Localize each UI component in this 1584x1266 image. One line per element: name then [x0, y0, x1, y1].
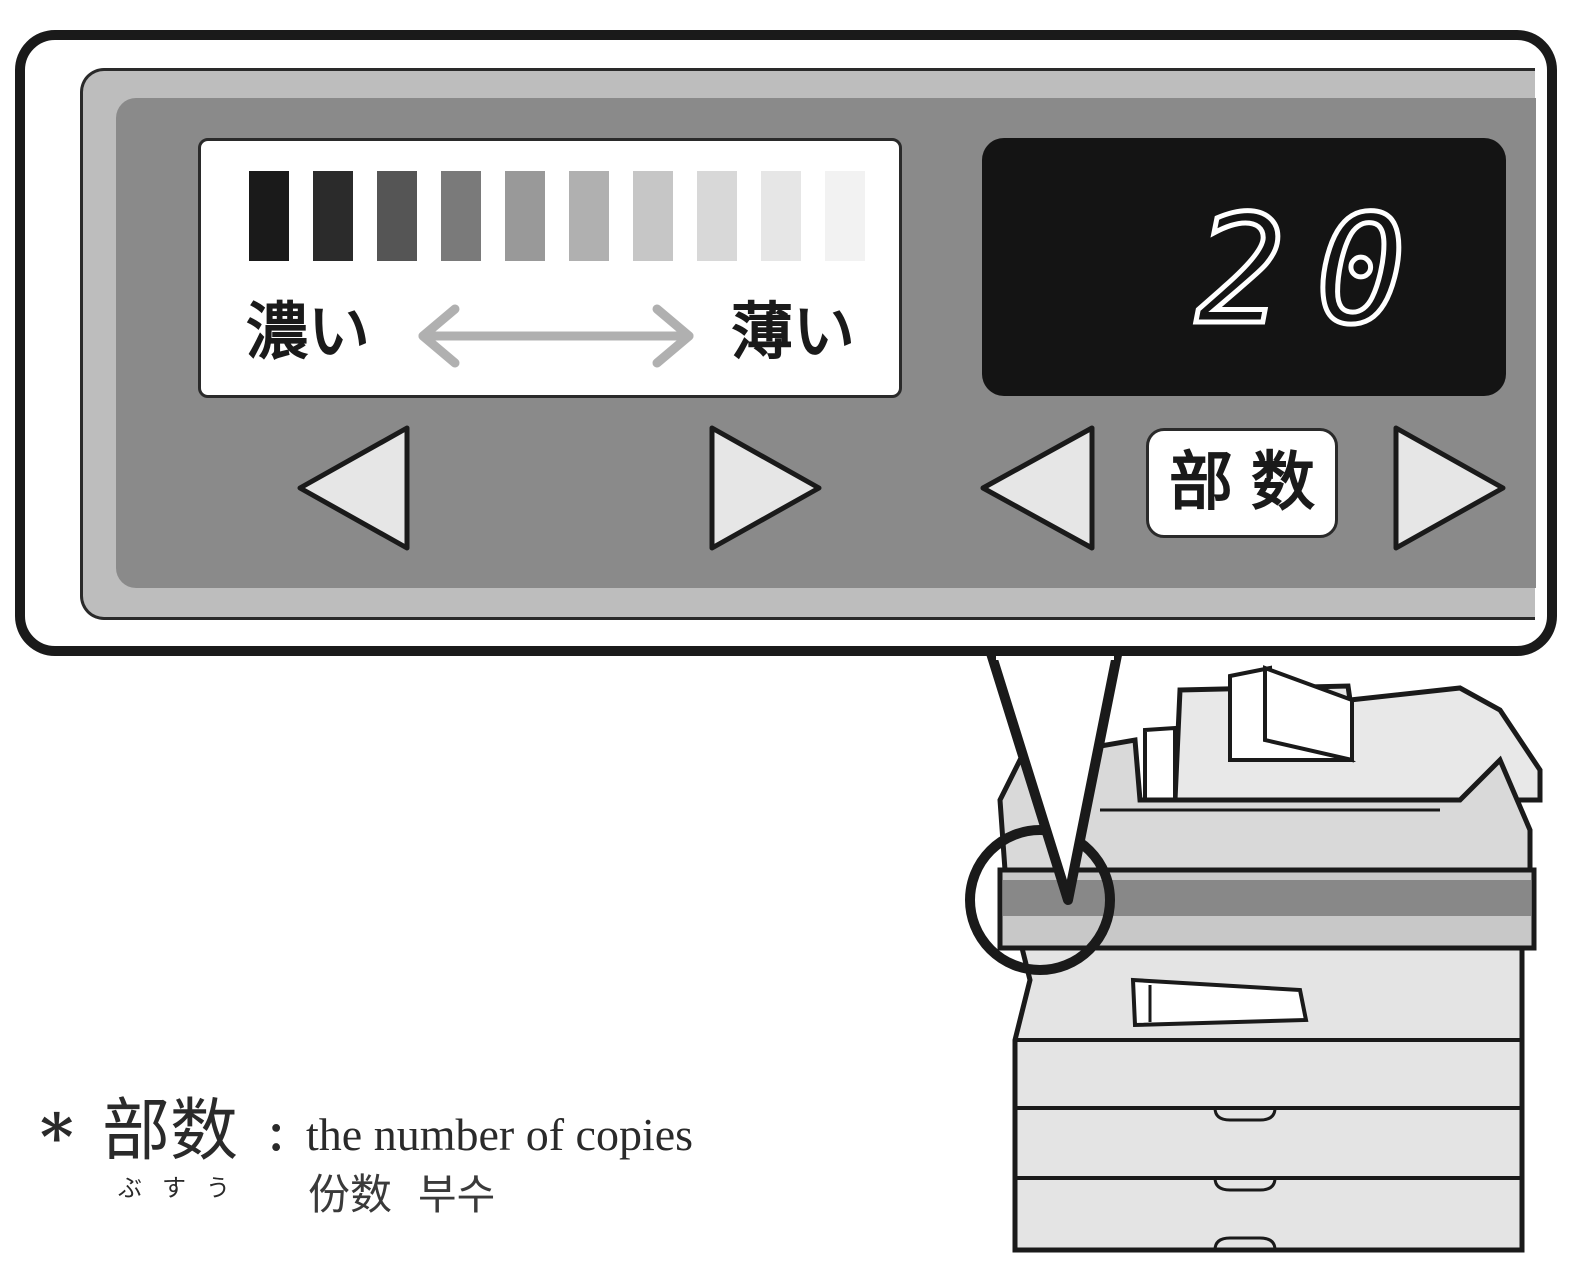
density-step-3 [377, 171, 417, 261]
double-arrow-icon [418, 304, 694, 368]
korean-translation: 부수 [418, 1170, 496, 1219]
copies-display: 20 [982, 138, 1506, 396]
dark-label: 濃い [246, 295, 371, 368]
copies-button[interactable]: 部数 [1146, 428, 1338, 538]
density-step-10 [825, 171, 865, 261]
decrease-copies-button[interactable] [978, 423, 1098, 553]
increase-copies-button[interactable] [1390, 423, 1510, 553]
lighter-button[interactable] [704, 423, 824, 553]
density-step-8 [697, 171, 737, 261]
density-indicator: 濃い 薄い [198, 138, 902, 398]
english-translation: the number of copies [306, 1109, 694, 1160]
furigana-reading: ぶすう [118, 1174, 250, 1202]
light-label: 薄い [731, 295, 856, 368]
copies-button-label: 部数 [1169, 446, 1333, 520]
density-step-5 [505, 171, 545, 261]
asterisk-mark: * [40, 1100, 74, 1175]
density-step-6 [569, 171, 609, 261]
density-step-9 [761, 171, 801, 261]
right-triangle-icon [709, 425, 822, 551]
density-step-2 [313, 171, 353, 261]
density-step-7 [633, 171, 673, 261]
left-triangle-icon [980, 425, 1095, 551]
right-triangle-icon [1393, 425, 1506, 551]
glossary-term: 部数 [102, 1092, 239, 1171]
density-step-1 [249, 171, 289, 261]
chinese-translation: 份数 [308, 1170, 393, 1219]
density-scale [249, 171, 865, 261]
glossary-colon: : [266, 1095, 287, 1165]
left-triangle-icon [297, 425, 410, 551]
density-step-4 [441, 171, 481, 261]
copies-count: 20 [1193, 184, 1436, 358]
darker-button[interactable] [295, 423, 415, 553]
